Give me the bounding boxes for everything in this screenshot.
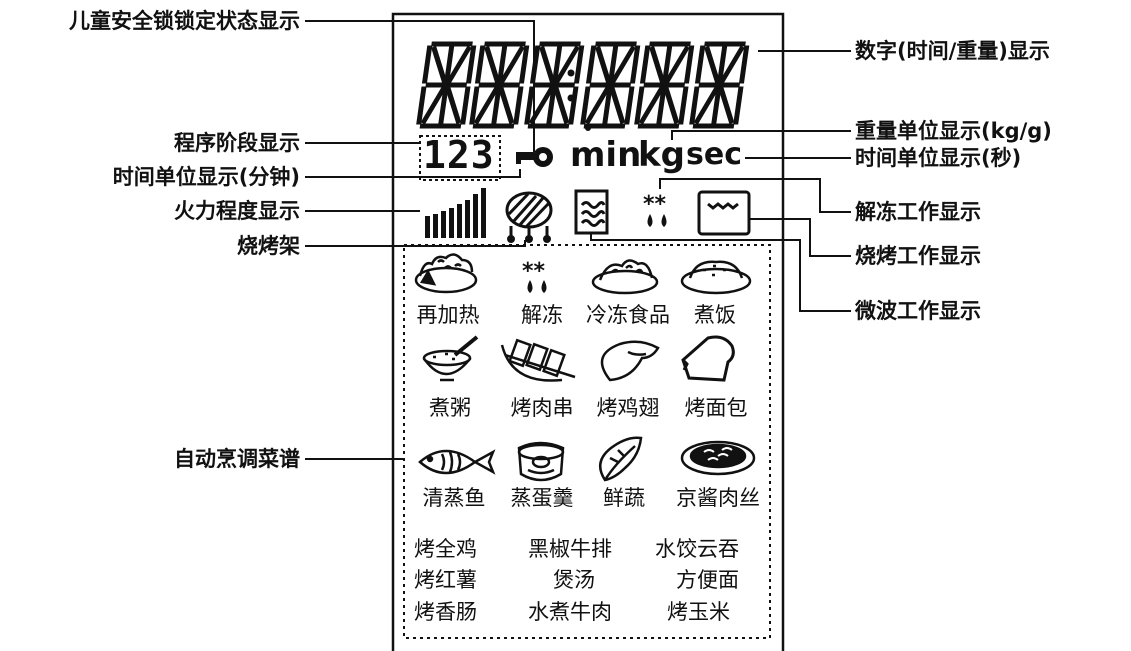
menu-label: 鲜蔬 <box>603 486 645 510</box>
power-bar <box>481 188 486 238</box>
grill-work-icon <box>697 190 751 236</box>
microwave-work-icon <box>574 189 609 235</box>
power-bar <box>449 208 454 238</box>
menu-label: 烤鸡翅 <box>596 396 660 420</box>
power-bar <box>425 216 430 238</box>
menu-label: 煮饭 <box>694 303 736 327</box>
callout-grill-rack: 烧烤架 <box>237 234 300 258</box>
menu-text-item: 烤香肠 <box>414 600 477 624</box>
callout-weight-unit: 重量单位显示(kg/g) <box>855 119 1052 143</box>
skewer-icon <box>500 338 576 382</box>
menu-label: 烤肉串 <box>510 396 574 420</box>
frozen-dumplings-icon <box>591 259 659 295</box>
callout-program-stage: 程序阶段显示 <box>174 131 300 155</box>
defrost-work-icon: ** <box>643 192 667 227</box>
menu-text-item: 烤玉米 <box>667 600 730 624</box>
callout-power-level: 火力程度显示 <box>174 199 300 223</box>
lcd-digit <box>524 41 585 129</box>
callout-leader-lines <box>305 20 851 460</box>
lcd-digit <box>580 41 641 129</box>
snowflake-drops-icon: ** <box>522 259 547 293</box>
menu-label: 冷冻食品 <box>586 303 670 327</box>
colon-dots <box>567 69 591 131</box>
grill-rack-icon <box>505 191 553 243</box>
lcd-digit <box>416 41 477 129</box>
seven-segment-digits <box>416 41 750 129</box>
svg-text:**: ** <box>643 192 667 217</box>
callout-time-unit-sec: 时间单位显示(秒) <box>855 146 1022 170</box>
fish-icon <box>418 449 496 475</box>
key-icon <box>516 147 553 167</box>
toast-icon <box>681 335 735 382</box>
porridge-bowl-icon <box>422 335 479 382</box>
menu-text-item: 烤红薯 <box>414 568 477 592</box>
vegetable-icon <box>598 436 643 482</box>
menu-text-item: 水饺云吞 <box>655 537 739 561</box>
menu-label: 蒸蛋羹 <box>510 486 574 510</box>
unit-sec: sec <box>686 137 742 172</box>
program-stage-box <box>419 135 501 181</box>
power-level-bars <box>425 188 486 238</box>
unit-min: min <box>570 135 642 175</box>
menu-label: 京酱肉丝 <box>676 486 760 510</box>
power-bar <box>433 214 438 238</box>
svg-text:**: ** <box>522 259 546 284</box>
menu-text-item: 方便面 <box>676 568 739 592</box>
program-stage-digits: 123 <box>423 133 495 177</box>
callout-digits: 数字(时间/重量)显示 <box>855 39 1050 63</box>
menu-label: 再加热 <box>416 303 480 327</box>
shredded-pork-icon <box>680 440 756 476</box>
power-bar <box>457 204 462 238</box>
menu-label: 清蒸鱼 <box>422 486 486 510</box>
unit-kg: kg <box>638 135 685 175</box>
lcd-digit <box>689 41 750 129</box>
callout-auto-menu: 自动烹调菜谱 <box>174 447 300 471</box>
lcd-digit <box>634 41 695 129</box>
egg-custard-icon <box>517 441 565 482</box>
power-bar <box>465 200 470 238</box>
menu-text-item: 烤全鸡 <box>414 537 477 561</box>
callout-time-unit-min: 时间单位显示(分钟) <box>112 165 300 189</box>
menu-label: 烤面包 <box>684 396 748 420</box>
power-bar <box>441 211 446 238</box>
lcd-panel-frame <box>391 12 785 651</box>
menu-text-item: 黑椒牛排 <box>528 537 612 561</box>
rice-plate-icon <box>680 260 752 295</box>
callout-child-lock: 儿童安全锁锁定状态显示 <box>69 9 300 33</box>
power-bar <box>473 194 478 238</box>
chicken-wing-icon <box>600 340 660 382</box>
reheat-plate-icon <box>414 253 478 294</box>
callout-grill-work: 烧烤工作显示 <box>855 244 981 268</box>
menu-label: 煮粥 <box>429 396 471 420</box>
callout-defrost-work: 解冻工作显示 <box>855 200 981 224</box>
menu-text-item: 水煮牛肉 <box>528 600 612 624</box>
menu-text-item: 煲汤 <box>553 568 595 592</box>
auto-menu-box <box>403 244 771 639</box>
lcd-digit <box>469 41 530 129</box>
menu-label: 解冻 <box>521 303 563 327</box>
callout-microwave-work: 微波工作显示 <box>855 299 981 323</box>
